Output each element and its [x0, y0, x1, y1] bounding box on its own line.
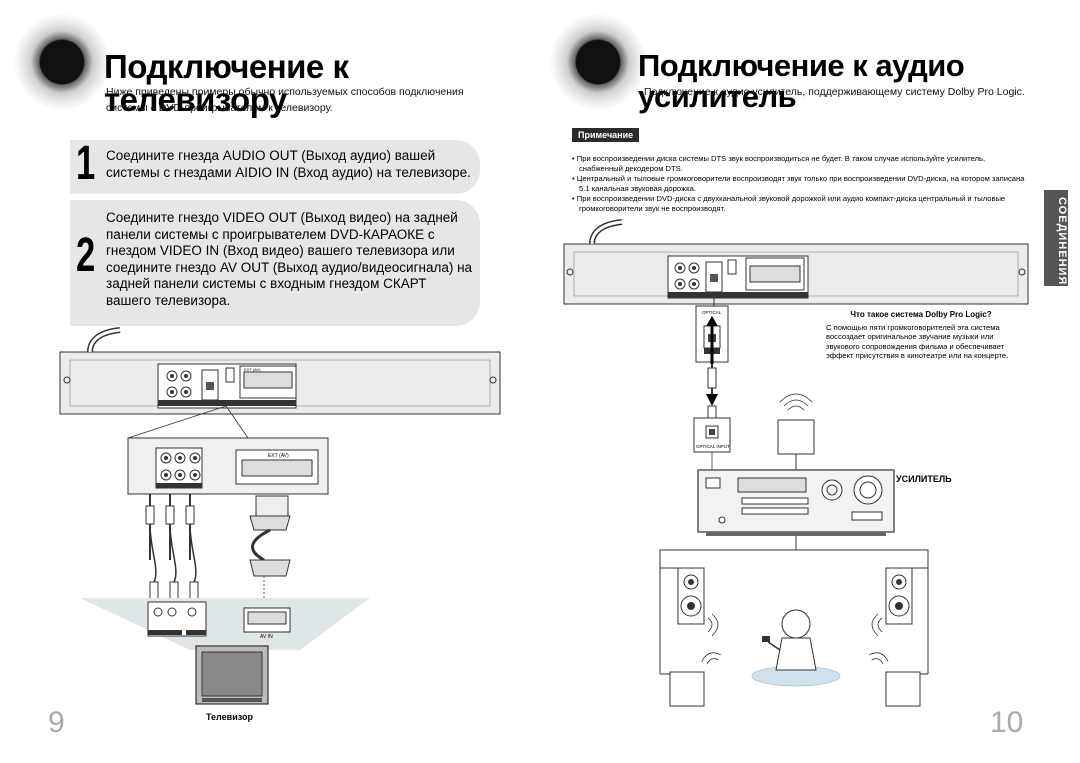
page-number-left: 9: [48, 706, 65, 739]
step-1-text: Соедините гнезда AUDIO OUT (Выход аудио)…: [106, 148, 476, 181]
step-line: вашего телевизора.: [106, 292, 231, 308]
page-title-right: Подключение к аудио усилитель: [638, 48, 965, 114]
step-line: Соедините гнезда AUDIO OUT (Выход аудио)…: [106, 148, 436, 163]
dolby-info-box: Что такое система Dolby Pro Logic? С пом…: [826, 310, 1016, 361]
av-in-label: AV IN: [260, 634, 273, 640]
rear-right-speaker-icon: [885, 671, 921, 707]
subtitle-line: Ниже приведены примеры обычно используем…: [106, 86, 464, 98]
note-item: • При воспроизведении DVD-диска с двухка…: [572, 194, 1006, 213]
ext-av-label-zoom: EXT (AV): [268, 453, 289, 459]
page-title-left: Подключение к телевизору: [104, 48, 349, 118]
step-line: задней панели системы с входным гнездом …: [106, 276, 427, 291]
rear-left-speaker-icon: [669, 671, 705, 707]
note-tag: Примечание: [572, 128, 640, 142]
side-tab-connections: СОЕДИНЕНИЯ: [1044, 190, 1068, 286]
speaker-decoration-right: [550, 14, 646, 110]
step-line: Соедините гнездо VIDEO OUT (Выход видео)…: [106, 210, 458, 225]
ext-av-label: EXT (AV): [244, 367, 261, 372]
subtitle-right: Подключение к аудио усилитель, поддержив…: [644, 86, 1025, 98]
speaker-decoration-left: [14, 14, 110, 110]
center-speaker-icon: [777, 419, 815, 455]
optical-input-label: OPTICAL INPUT: [696, 444, 730, 449]
optical-label: OPTICAL: [702, 310, 722, 315]
note-list: • При воспроизведении диска системы DTS …: [572, 154, 1030, 214]
note-item: • Центральный и тыловые громкоговорители…: [572, 174, 1025, 193]
step-1-number: 1: [76, 137, 96, 190]
listener-icon: [781, 609, 811, 639]
subtitle-left: Ниже приведены примеры обычно используем…: [106, 84, 506, 116]
note-item: • При воспроизведении диска системы DTS …: [572, 154, 986, 173]
amplifier-connection-diagram: OPTICAL OPTICAL INPUT УСИЛИТЕЛЬ: [563, 219, 1029, 707]
step-line: соедините гнездо AV OUT (Выход аудио/вид…: [106, 259, 473, 275]
page-number-right: 10: [990, 706, 1024, 739]
amplifier-label: УСИЛИТЕЛЬ: [896, 474, 952, 484]
step-line: системы с гнездами AIDIO IN (Вход аудио)…: [106, 164, 471, 180]
step-line: гнездом VIDEO IN (Вход видео) вашего тел…: [106, 243, 455, 258]
step-2-text: Соедините гнездо VIDEO OUT (Выход видео)…: [106, 210, 476, 309]
subtitle-line: системы с DVD-проигрывателем к телевизор…: [106, 102, 333, 114]
dolby-title: Что такое система Dolby Pro Logic?: [850, 310, 992, 319]
step-line: панели системы с проигрывателем DVD-КАРА…: [106, 226, 435, 242]
step-2-number: 2: [76, 229, 96, 282]
tv-connection-diagram: EXT (AV) EXT (AV) AV IN Телевизор: [59, 327, 501, 722]
dolby-text: С помощью пяти громкоговорителей эта сис…: [826, 322, 1009, 361]
step-2-box: [70, 200, 480, 326]
tv-label: Телевизор: [206, 712, 253, 722]
step-1-box: [70, 140, 480, 194]
